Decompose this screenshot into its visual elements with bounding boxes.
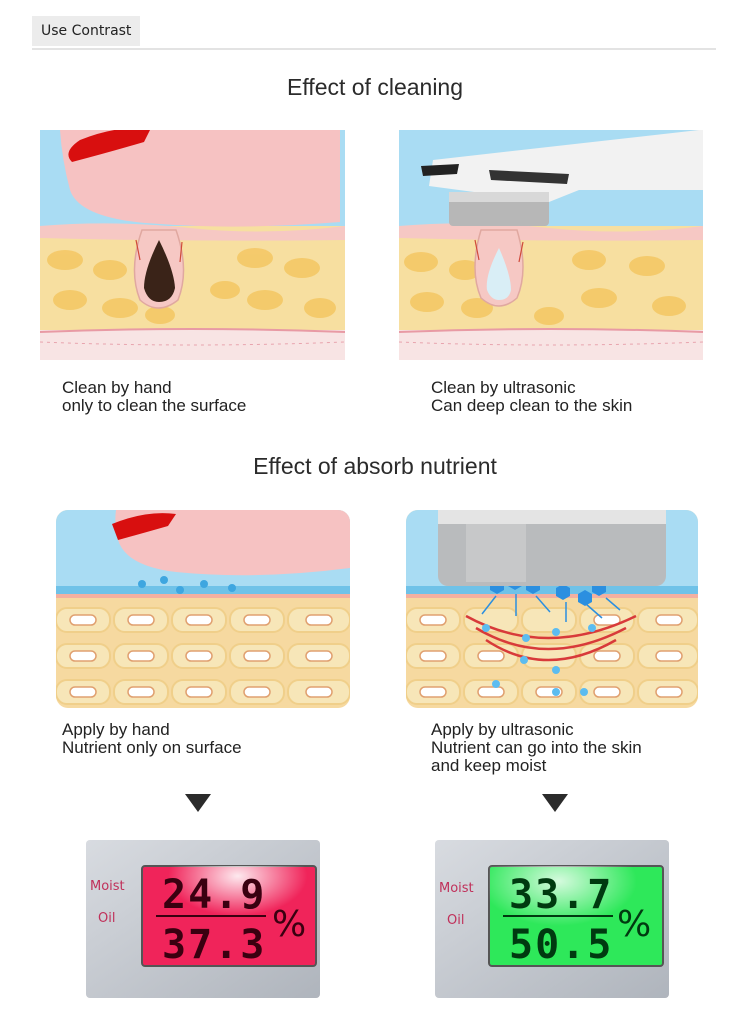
- percent-unit: %: [617, 904, 651, 945]
- clean-by-ultrasonic-illustration: [399, 130, 703, 360]
- header-divider: [32, 48, 716, 50]
- apply-by-hand-illustration: [56, 510, 350, 708]
- use-contrast-tag: Use Contrast: [32, 16, 140, 46]
- down-arrow-icon: [542, 794, 568, 812]
- absorb-heading: Effect of absorb nutrient: [253, 453, 497, 479]
- clean-by-ultrasonic-caption: Clean by ultrasonic Can deep clean to th…: [431, 379, 632, 415]
- moist-value: 33.7: [509, 872, 613, 918]
- clean-by-hand-caption-line2: only to clean the surface: [62, 396, 247, 415]
- ultrasonic-moisture-meter: Moist Oil 33.7 50.5 %: [435, 840, 669, 998]
- moist-label: Moist: [439, 881, 474, 896]
- apply-by-hand-caption-line1: Apply by hand: [62, 720, 170, 739]
- apply-by-ultrasonic-caption-line2: Nutrient can go into the skin: [431, 738, 642, 757]
- oil-value: 37.3: [162, 922, 266, 968]
- oil-value: 50.5: [509, 922, 613, 968]
- apply-by-ultrasonic-illustration: [406, 510, 698, 708]
- clean-by-hand-caption: Clean by hand only to clean the surface: [62, 379, 246, 415]
- apply-by-ultrasonic-caption-line3: and keep moist: [431, 756, 547, 775]
- percent-unit: %: [272, 904, 306, 945]
- clean-by-ultrasonic-caption-line2: Can deep clean to the skin: [431, 396, 633, 415]
- apply-by-ultrasonic-caption-line1: Apply by ultrasonic: [431, 720, 574, 739]
- cleaning-heading: Effect of cleaning: [286, 74, 464, 100]
- hand-moisture-meter: Moist Oil 24.9 37.3 %: [86, 840, 320, 998]
- oil-label: Oil: [98, 911, 115, 926]
- apply-by-hand-caption-line2: Nutrient only on surface: [62, 738, 242, 757]
- oil-label: Oil: [447, 913, 464, 928]
- apply-by-ultrasonic-caption: Apply by ultrasonic Nutrient can go into…: [431, 721, 642, 775]
- moist-label: Moist: [90, 879, 125, 894]
- apply-by-hand-caption: Apply by hand Nutrient only on surface: [62, 721, 242, 757]
- moist-value: 24.9: [162, 872, 266, 918]
- clean-by-hand-caption-line1: Clean by hand: [62, 378, 172, 397]
- down-arrow-icon: [185, 794, 211, 812]
- clean-by-ultrasonic-caption-line1: Clean by ultrasonic: [431, 378, 576, 397]
- clean-by-hand-illustration: [40, 130, 345, 360]
